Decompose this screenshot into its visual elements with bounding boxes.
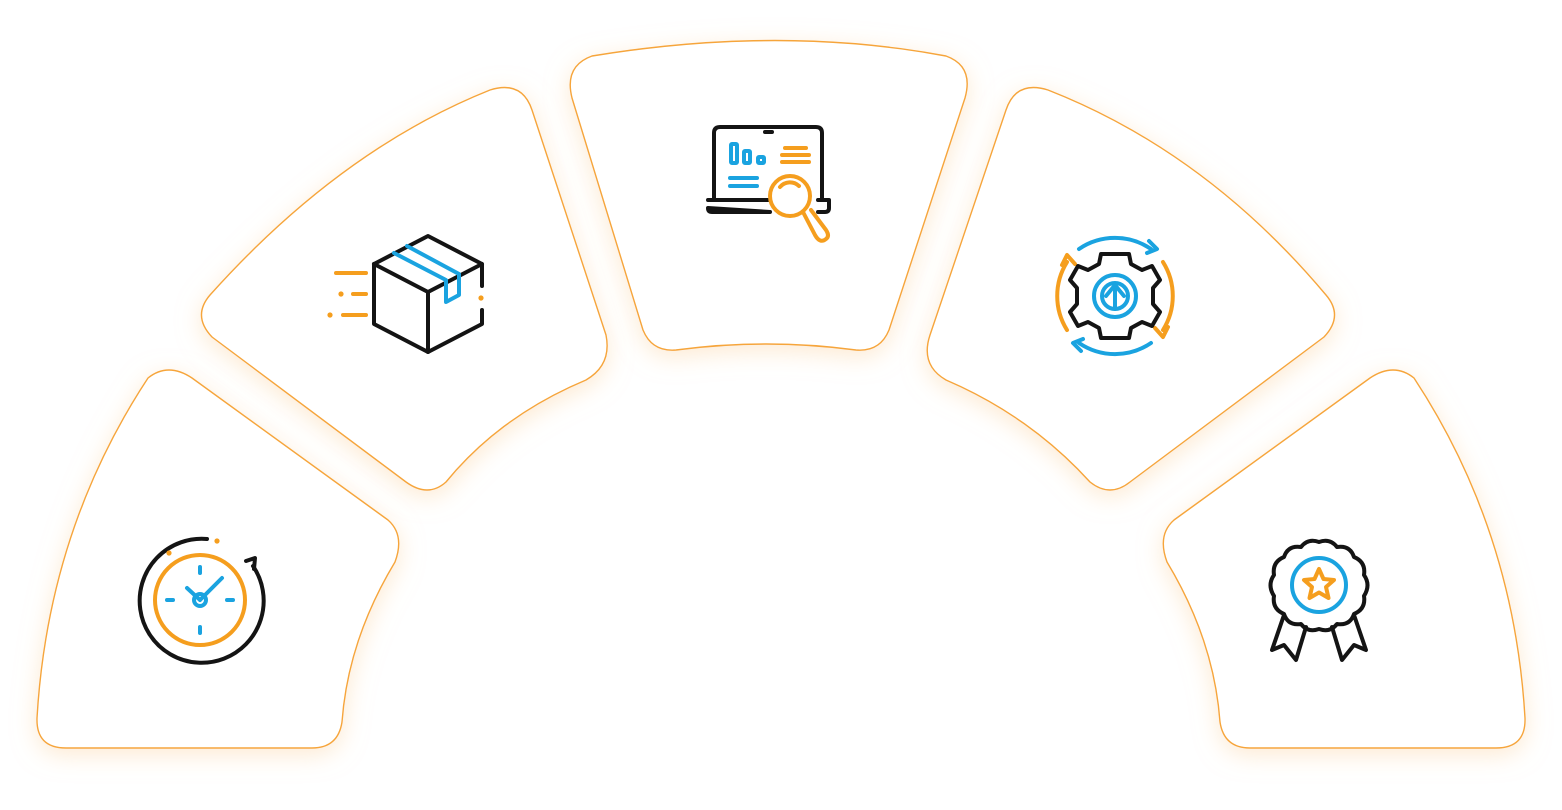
segment-clock — [36, 369, 400, 749]
segment-quality-shape — [1162, 369, 1526, 749]
clock-refresh-icon — [137, 536, 266, 665]
segment-delivery — [200, 86, 608, 491]
segment-delivery-shape — [200, 86, 608, 491]
segment-analytics — [569, 39, 968, 351]
segment-process-shape — [926, 86, 1336, 491]
segment-process — [926, 86, 1336, 491]
gear-cycle-upgrade-icon — [1055, 235, 1175, 357]
laptop-analytics-search-icon — [706, 125, 831, 243]
delivery-box-icon — [327, 234, 484, 354]
segment-quality — [1162, 369, 1526, 749]
award-badge-star-icon — [1268, 538, 1370, 662]
